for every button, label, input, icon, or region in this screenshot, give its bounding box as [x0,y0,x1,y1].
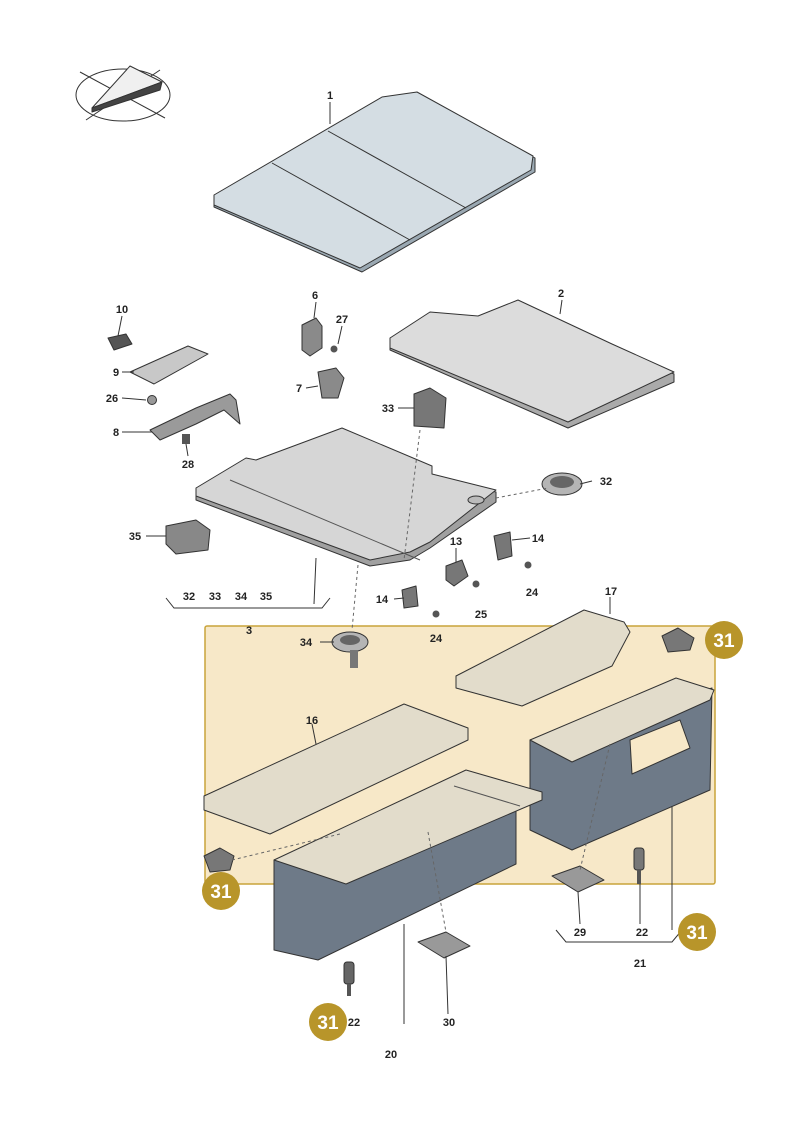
label-part-32: 32 [600,476,612,488]
label-part-16: 16 [306,715,318,727]
part-13-bracket [445,559,469,587]
label-group3-35: 35 [260,591,272,603]
label-part-7: 7 [296,383,302,395]
label-group21-29: 29 [574,927,586,939]
part-24-screw-a [524,561,532,569]
label-part-17: 17 [605,586,617,598]
part-34-spool [331,631,369,668]
label-group3-32: 32 [183,591,195,603]
badge-31-bottom-right: 31 [678,913,716,951]
label-group3-34: 34 [235,591,248,603]
part-32-spool [541,472,583,496]
part-22-pin-a [633,847,645,884]
part-17-panel [455,609,631,707]
label-part-30: 30 [443,1017,455,1029]
part-10-cap [107,333,133,351]
label-part-13: 13 [450,536,462,548]
svg-text:31: 31 [686,923,708,944]
label-part-1: 1 [327,90,333,102]
svg-text:31: 31 [210,882,232,903]
part-27-screw [330,345,338,353]
label-part-14-b: 14 [376,594,389,606]
label-part-14-a: 14 [532,533,545,545]
label-part-35: 35 [129,531,141,543]
part-3-floor-panel [195,427,497,567]
svg-text:31: 31 [317,1013,339,1034]
part-9-handle [129,345,209,385]
label-part-24-a: 24 [526,587,539,599]
part-6-bracket [301,317,323,357]
label-part-25: 25 [475,609,487,621]
part-29-hinge [551,865,605,893]
label-part-34: 34 [300,637,313,649]
label-part-24-b: 24 [430,633,443,645]
part-7-clip [317,367,345,399]
part-16-panel [203,703,469,835]
label-part-10: 10 [116,304,128,316]
part-2-panel [389,299,675,429]
label-part-9: 9 [113,367,119,379]
label-part-26: 26 [106,393,118,405]
badge-31-bottom: 31 [309,1003,347,1041]
label-part-3: 3 [246,625,252,637]
part-35-hinge [165,519,211,555]
label-part-28: 28 [182,459,194,471]
part-20-storage-box [273,769,543,961]
part-14-bracket-b [401,585,419,609]
part-1-panel [213,91,536,273]
part-25-screw [472,580,480,588]
part-22-pin-b [343,961,355,996]
part-26-nut [147,395,157,405]
badge-31-top-right: 31 [705,621,743,659]
part-21-storage-box [529,677,715,851]
part-8-latch [149,393,241,441]
label-part-27: 27 [336,314,348,326]
label-part-2: 2 [558,288,564,300]
label-part-8: 8 [113,427,119,439]
badge-31-left: 31 [202,872,240,910]
label-group21-22: 22 [636,927,648,939]
part-31-fastener-a [661,627,695,653]
part-14-bracket-a [493,531,513,561]
part-24-screw-b [432,610,440,618]
svg-text:31: 31 [713,631,735,652]
label-part-33: 33 [382,403,394,415]
label-part-20: 20 [385,1049,397,1061]
part-31-fastener-b [203,847,235,873]
part-30-hinge [417,931,471,959]
part-33-holder [413,387,447,429]
orientation-arrow-icon [75,65,171,122]
label-group3-33: 33 [209,591,221,603]
label-part-22-b: 22 [348,1017,360,1029]
label-part-6: 6 [312,290,318,302]
label-part-21: 21 [634,958,646,970]
part-28-bolt [182,434,190,444]
